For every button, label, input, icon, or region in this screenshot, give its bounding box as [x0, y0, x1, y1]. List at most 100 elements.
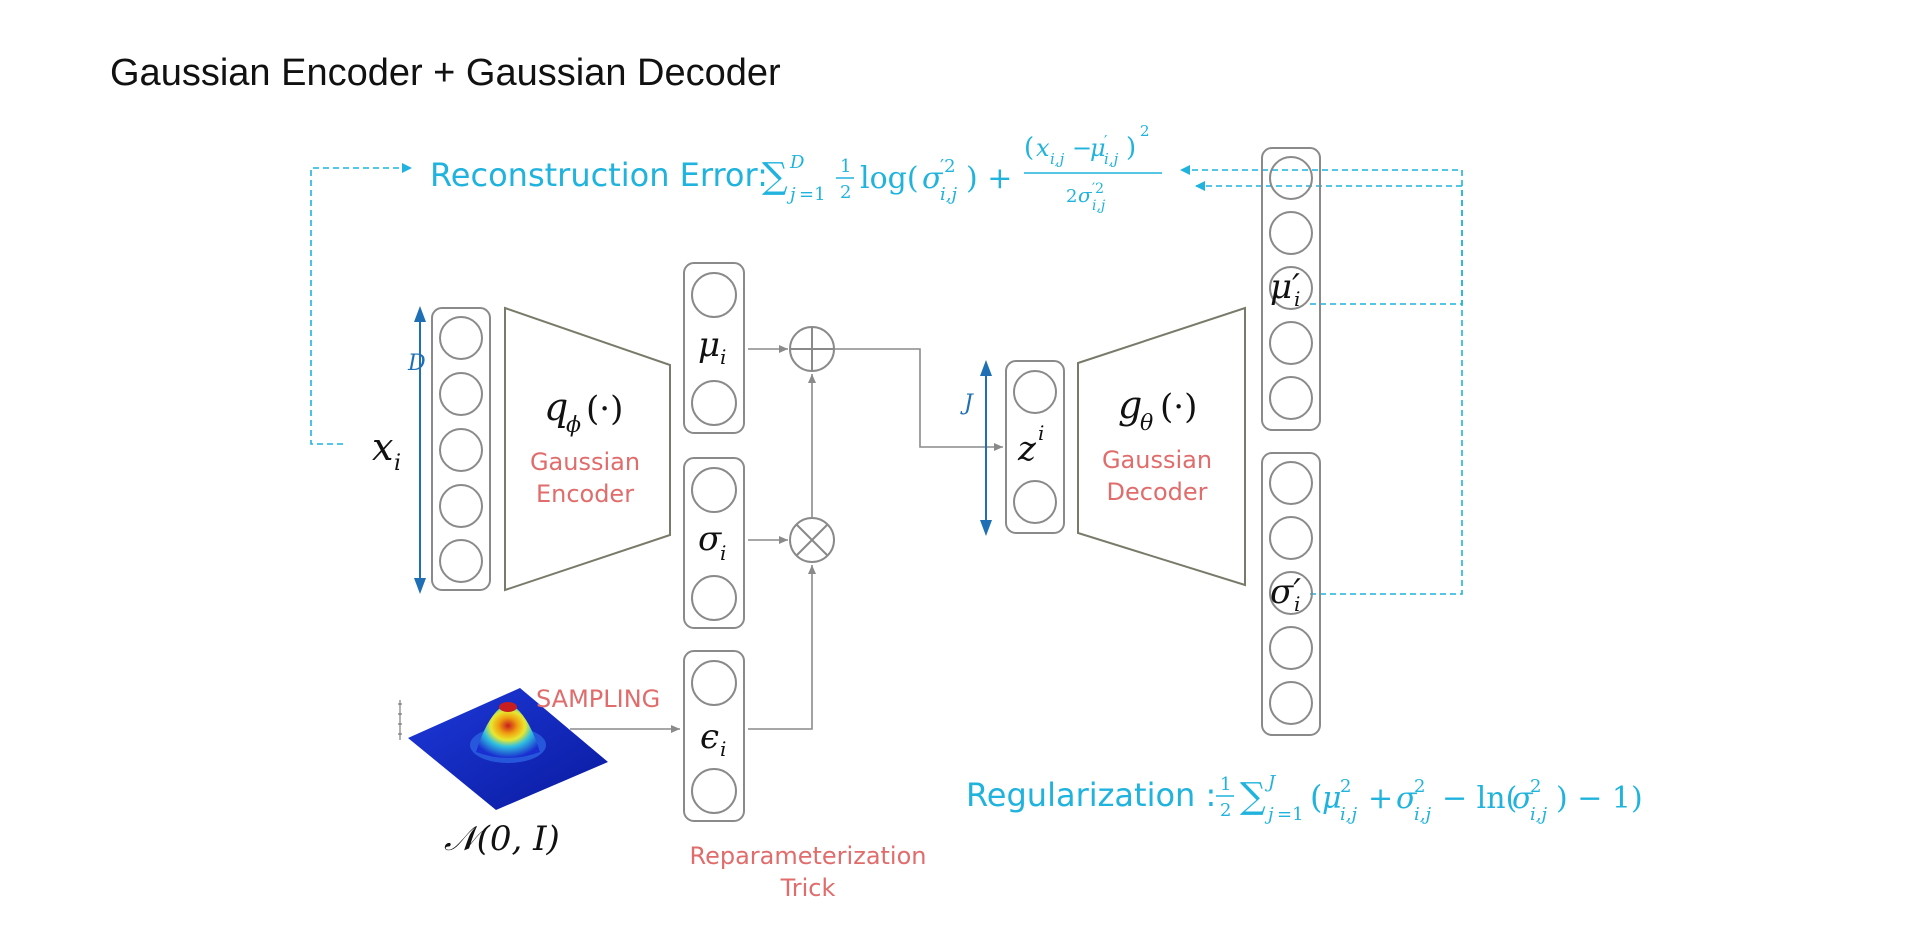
svg-text:μ: μ [1090, 134, 1106, 162]
svg-text:(·): (·) [586, 389, 623, 429]
mu-prime-column: μ′ i [1261, 147, 1321, 431]
latent-column: z i [1005, 360, 1065, 534]
reparam-label-line2: Trick [780, 874, 836, 902]
reparam-label-line1: Reparameterization [689, 842, 926, 870]
decoder: g θ (·) Gaussian Decoder [1077, 306, 1246, 587]
flow-arrows [570, 345, 1003, 733]
svg-text:ϵ: ϵ [700, 717, 719, 757]
normal-label: 𝒩(0, I) [444, 819, 560, 859]
feedback-lines [310, 163, 1463, 595]
encoder-label-line1: Gaussian [530, 448, 640, 476]
svg-text:i,j: i,j [1530, 804, 1547, 825]
svg-text:′: ′ [1104, 132, 1108, 150]
normal-distribution-plot [398, 688, 608, 810]
svg-text:(: ( [1024, 133, 1034, 163]
svg-text:2: 2 [840, 182, 851, 203]
sigma-prime-to-error-line [1195, 181, 1463, 595]
decoder-label-line1: Gaussian [1102, 446, 1212, 474]
svg-text:2: 2 [1140, 122, 1150, 140]
svg-text:i: i [1038, 421, 1044, 445]
regularization-formula: 1 2 ∑ J j =1 ( μ 2 i,j + σ 2 i,j − ln( σ… [1216, 772, 1643, 825]
svg-text:σ′: σ′ [1270, 572, 1301, 612]
reconstruction-error: Reconstruction Error: ∑ D j =1 1 2 log( … [430, 122, 1162, 214]
decoder-label-line2: Decoder [1107, 478, 1208, 506]
svg-text:j: j [786, 184, 796, 205]
regularization: Regularization : 1 2 ∑ J j =1 ( μ 2 i,j … [966, 772, 1643, 825]
svg-text:μ: μ [1322, 781, 1342, 816]
sigma-column: σ i [683, 457, 745, 629]
encoder-label-line2: Encoder [536, 480, 634, 508]
svg-text:−: − [1072, 134, 1092, 162]
svg-text:σ: σ [922, 161, 944, 196]
reconstruction-label: Reconstruction Error: [430, 156, 768, 194]
svg-text:D: D [789, 152, 805, 173]
svg-text:2: 2 [1220, 800, 1231, 821]
encoder: q ϕ (·) Gaussian Encoder [504, 306, 671, 592]
svg-text:J: J [1264, 772, 1277, 793]
sampling-label: SAMPLING [536, 685, 660, 713]
input-to-error-line [310, 163, 412, 445]
svg-text:2: 2 [1340, 776, 1351, 797]
svg-text:z: z [1017, 429, 1037, 469]
svg-text:x: x [1036, 134, 1050, 162]
svg-text:σ: σ [1512, 781, 1534, 816]
svg-text:(·): (·) [1160, 387, 1197, 427]
svg-text:i,j: i,j [1050, 150, 1065, 168]
svg-text:i,j: i,j [1340, 804, 1357, 825]
svg-text:=1: =1 [799, 184, 826, 205]
input-dim-label: D [407, 351, 426, 376]
regularization-label: Regularization : [966, 776, 1216, 814]
svg-text:σ: σ [698, 519, 722, 559]
svg-text:i: i [394, 451, 401, 476]
reconstruction-formula: ∑ D j =1 1 2 log( σ ′2 i,j ) + ( x i,j −… [762, 122, 1162, 214]
svg-text:1: 1 [840, 156, 851, 177]
svg-text:q: q [544, 385, 568, 429]
page-title: Gaussian Encoder + Gaussian Decoder [110, 52, 781, 94]
svg-text:g: g [1118, 383, 1142, 427]
svg-text:i,j: i,j [940, 184, 957, 205]
svg-text:2: 2 [1414, 776, 1425, 797]
input-dim-arrow: D [407, 306, 426, 594]
svg-text:log(: log( [860, 161, 919, 196]
svg-text:2: 2 [1530, 776, 1541, 797]
svg-text:1: 1 [1220, 774, 1231, 795]
svg-text:i: i [720, 345, 726, 369]
epsilon-column: ϵ i [683, 650, 745, 822]
svg-text:ϕ: ϕ [566, 413, 581, 438]
svg-text:− ln(: − ln( [1442, 781, 1517, 816]
svg-text:j: j [1264, 804, 1274, 825]
latent-dim-arrow: J [960, 360, 992, 536]
svg-text:) − 1): ) − 1) [1556, 781, 1643, 816]
encoder-shape [504, 306, 671, 592]
svg-text:+: + [1368, 781, 1393, 816]
svg-text:=1: =1 [1277, 804, 1304, 825]
mu-prime-to-error-line [1180, 165, 1463, 305]
latent-dim-label: J [960, 391, 974, 416]
plus-operator [789, 326, 835, 372]
svg-text:i,j: i,j [1104, 150, 1119, 168]
svg-text:) +: ) + [966, 161, 1012, 196]
svg-text:σ: σ [1078, 183, 1093, 207]
svg-text:∑: ∑ [762, 156, 788, 197]
svg-text:θ: θ [1140, 411, 1153, 436]
svg-text:i: i [720, 541, 726, 565]
svg-text:i: i [720, 737, 726, 761]
svg-text:′2: ′2 [940, 156, 956, 177]
svg-text:σ: σ [1396, 781, 1418, 816]
svg-text:i,j: i,j [1092, 198, 1106, 214]
svg-text:): ) [1126, 133, 1136, 163]
svg-text:i,j: i,j [1414, 804, 1431, 825]
input-symbol: x i [372, 425, 401, 476]
mu-column: μ i [683, 262, 745, 434]
svg-text:x: x [372, 425, 393, 469]
decoder-shape [1077, 306, 1246, 587]
svg-text:μ′: μ′ [1270, 267, 1300, 307]
svg-text:μ: μ [698, 325, 720, 365]
svg-text:′2: ′2 [1092, 181, 1104, 197]
svg-text:i: i [1294, 287, 1300, 311]
svg-text:2: 2 [1066, 186, 1077, 207]
times-operator [789, 517, 835, 563]
svg-text:∑: ∑ [1240, 776, 1266, 817]
